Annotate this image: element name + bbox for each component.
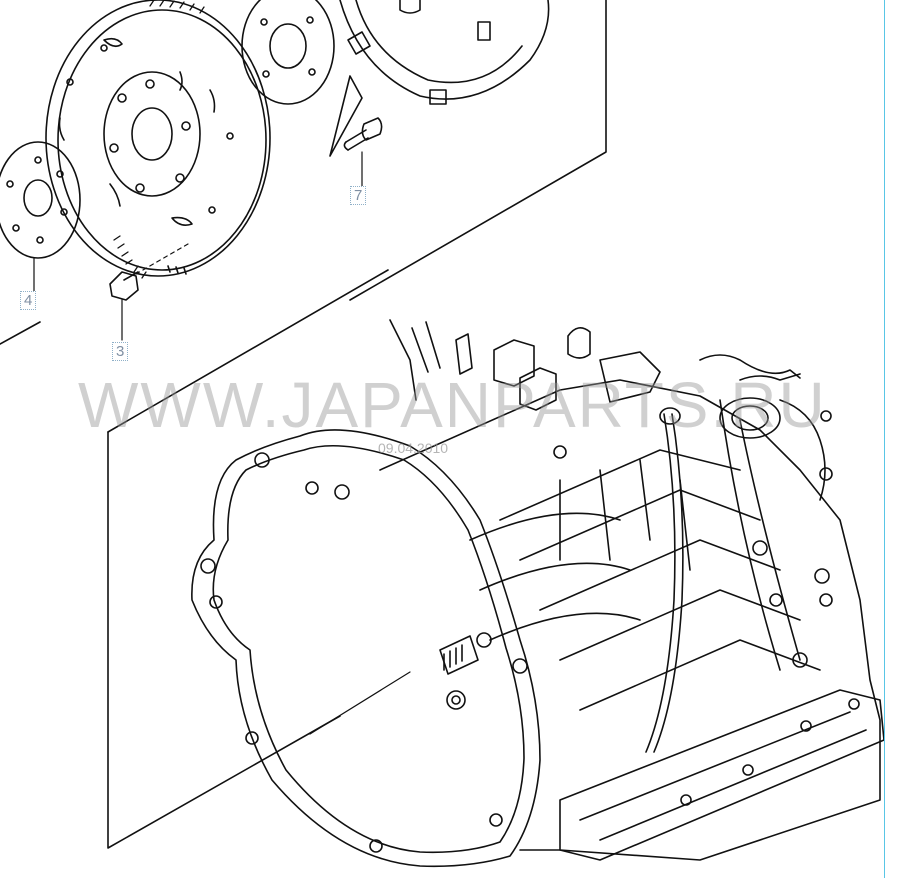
transmission-housing-part [191,319,885,868]
callout-3[interactable]: 3 [112,342,129,361]
callout-4[interactable]: 4 [20,291,37,310]
adapter-plate-part [0,141,81,293]
lower-panel-frame [107,269,389,849]
leader-line-housing [309,671,411,735]
torque-converter-part [241,0,550,157]
bolt-3-part [109,243,189,341]
frame-border [884,0,885,878]
callout-7[interactable]: 7 [350,186,367,205]
drive-plate-part [45,0,271,279]
upper-panel-frame [0,0,607,345]
bolt-7-part [343,117,383,187]
